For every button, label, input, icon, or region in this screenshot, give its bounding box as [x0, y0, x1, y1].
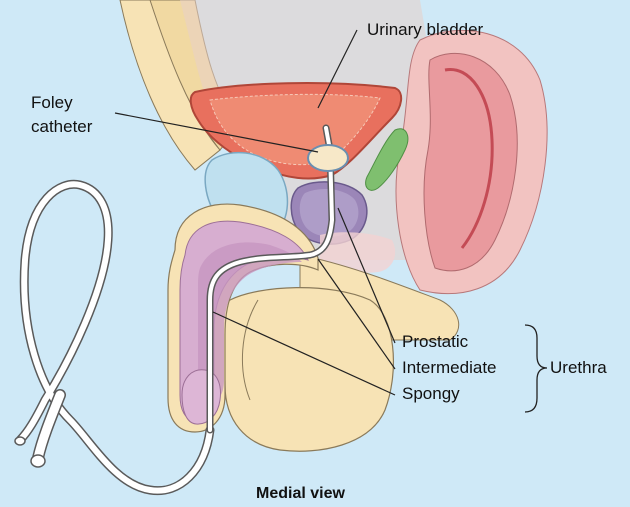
scrotum — [222, 288, 394, 452]
label-spongy: Spongy — [402, 384, 460, 404]
caption-medial-view: Medial view — [256, 484, 345, 504]
label-foley-line2: catheter — [31, 117, 92, 137]
label-foley-line1: Foley — [31, 93, 73, 113]
catheter-balloon — [308, 145, 348, 171]
label-prostatic: Prostatic — [402, 332, 468, 352]
label-intermediate: Intermediate — [402, 358, 497, 378]
catheter-port-2 — [15, 437, 25, 445]
catheter-port-1 — [31, 455, 45, 467]
label-urinary-bladder: Urinary bladder — [367, 20, 483, 40]
label-urethra: Urethra — [550, 358, 607, 378]
